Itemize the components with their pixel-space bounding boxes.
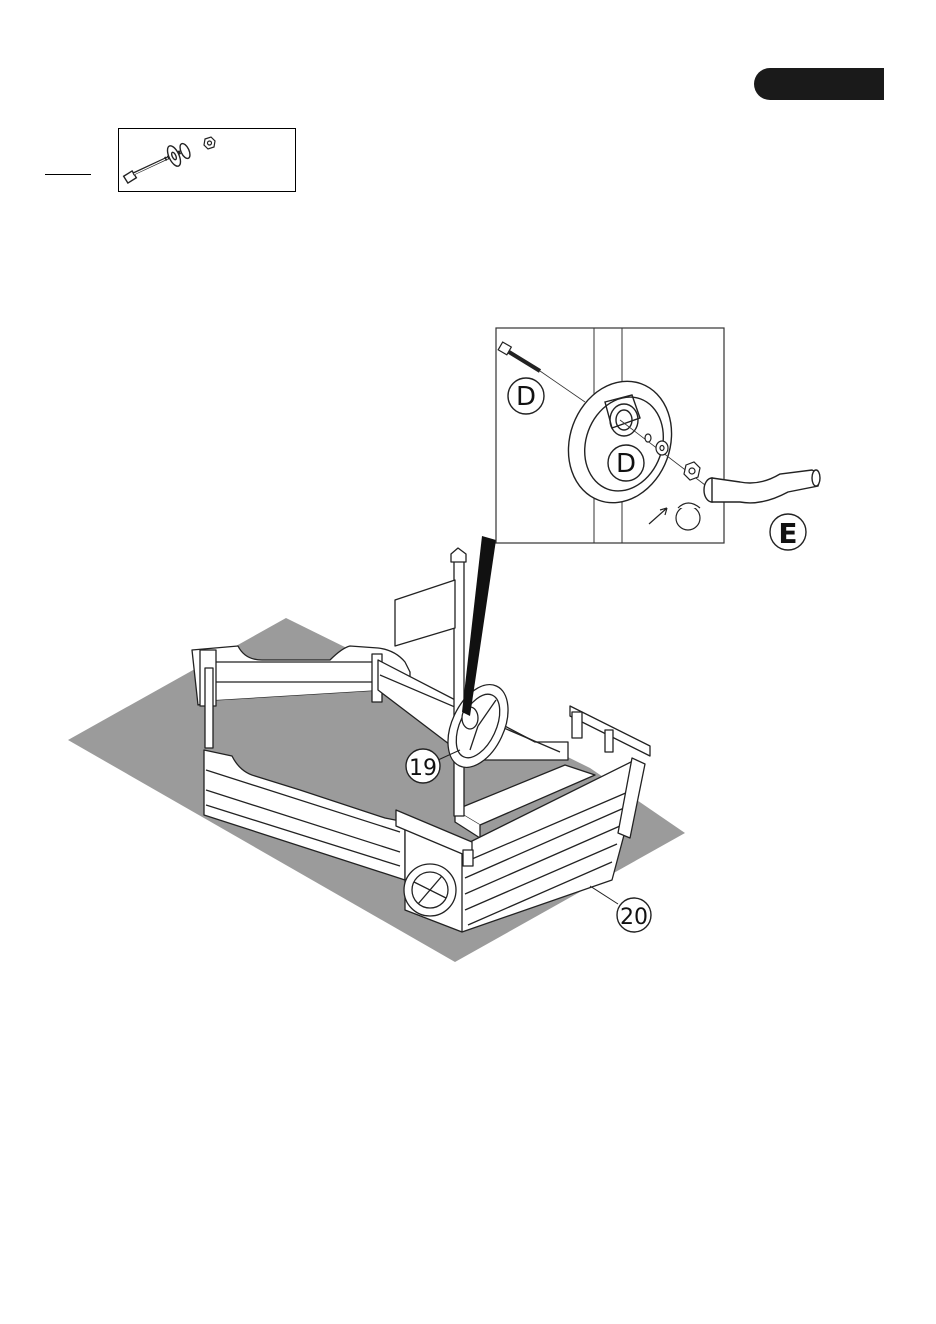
callout-d-bolt: D (516, 382, 536, 412)
callout-19: 19 (409, 756, 437, 781)
flag-icon (395, 580, 455, 646)
callout-20: 20 (620, 905, 648, 930)
detail-inset: D D (496, 328, 724, 543)
callout-e: E (778, 517, 797, 550)
callout-d-nut: D (616, 449, 636, 479)
